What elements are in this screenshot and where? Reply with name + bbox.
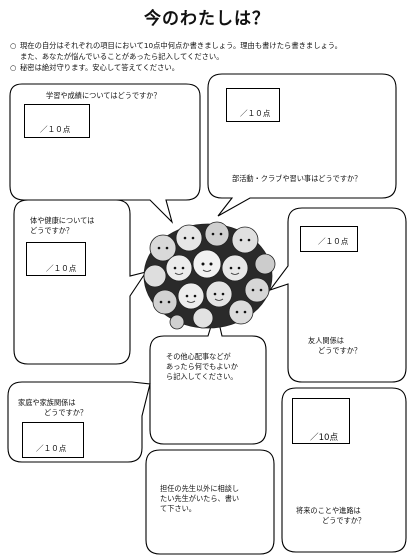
question-health: 体や健康については どうですか？ [30,216,95,235]
bubble-other [149,307,267,445]
question-family: 家庭や家族関係は どうですか？ [18,398,88,417]
instruction-line-1: ○現在の自分はそれぞれの項目において10点中何点か書きましょう。理由も書けたら書… [10,40,342,51]
bubble-teacher [145,449,275,555]
score-box-future[interactable] [292,398,350,444]
instruction-line-2: また、あなたが悩んでいることがあったら記入してください。 [10,51,224,62]
crowd-of-faces-illustration [143,221,276,330]
bullet-circle-icon: ○ [10,41,17,50]
bubble-health [13,199,148,365]
question-club: 部活動・クラブや習い事はどうですか？ [232,174,362,183]
score-label: ／１０点 [240,109,271,118]
score-box-study[interactable] [24,104,90,138]
score-label: ／１０点 [46,264,77,273]
question-teacher: 担任の先生以外に相談し たい先生がいたら、書い て下さい。 [160,484,240,513]
question-future: 将来のことや進路は どうですか？ [296,506,366,525]
bullet-circle-icon: ○ [10,63,17,72]
score-label: ／１０点 [36,444,67,453]
question-study: 学習や成績についてはどうですか？ [46,91,161,100]
score-box-health[interactable] [26,242,86,276]
instruction-line-3: ○秘密は絶対守ります。安心して答えてください。 [10,62,179,73]
question-friends: 友人関係は どうですか？ [308,336,362,355]
score-box-club[interactable] [226,88,280,122]
score-box-friends[interactable] [300,226,358,252]
instruction-text: 秘密は絶対守ります。安心して答えてください。 [20,63,179,72]
question-other: その他心配事などが あったら何でもよいか ら記入してください。 [166,352,238,381]
score-label: ／１０点 [40,125,71,134]
score-label: ／１０点 [318,237,349,246]
score-box-family[interactable] [22,422,84,458]
page-title: 今のわたしは？ [144,9,270,29]
instruction-text: 現在の自分はそれぞれの項目において10点中何点か書きましょう。理由も書けたら書き… [20,41,342,50]
score-label: ／10点 [310,433,339,443]
instruction-text: また、あなたが悩んでいることがあったら記入してください。 [20,52,224,61]
